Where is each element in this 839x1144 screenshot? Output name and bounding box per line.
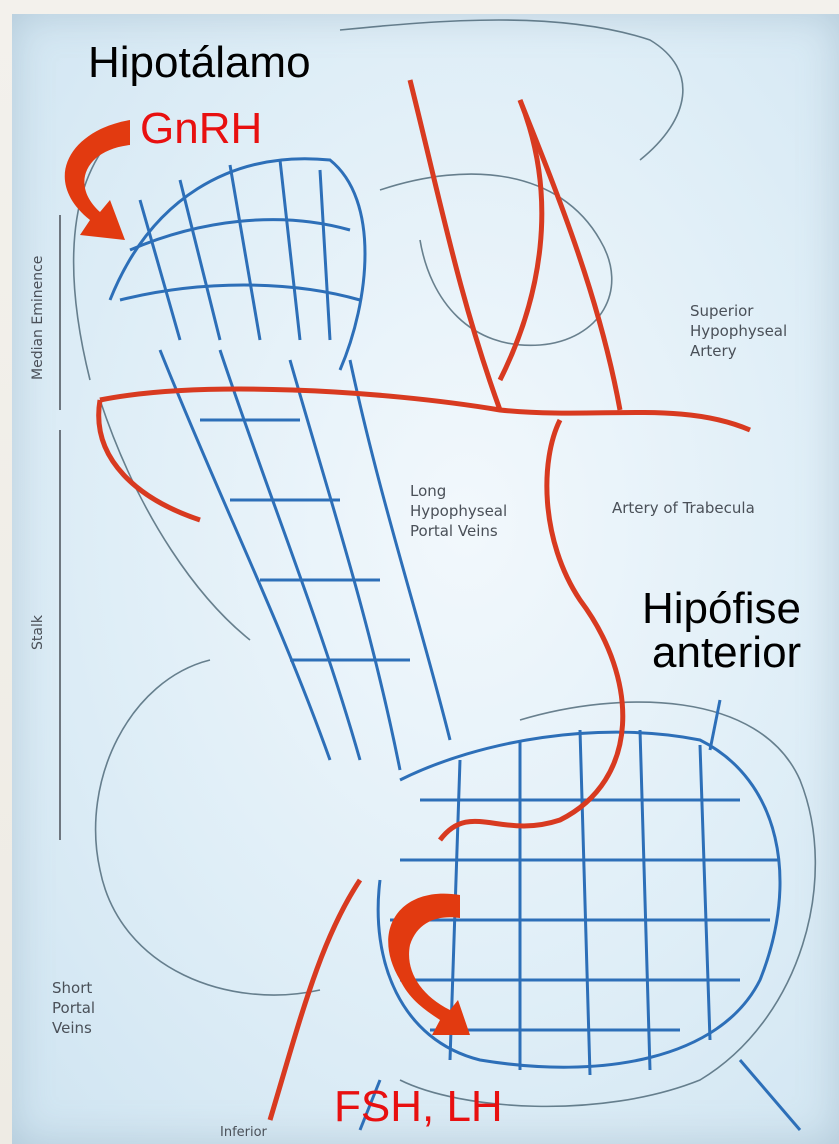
anterior-pituitary-label-line2: anterior: [652, 628, 801, 679]
fsh-lh-arrow-icon: [388, 894, 470, 1035]
fsh-lh-label: FSH, LH: [334, 1082, 503, 1133]
median-eminence-label: Median Eminence: [30, 256, 46, 380]
release-arrows: [65, 120, 470, 1035]
gnrh-arrow-icon: [65, 120, 130, 240]
artery-trabecula-label: Artery of Trabecula: [612, 500, 755, 517]
long-portal-veins-label-1: Long: [410, 483, 446, 500]
hypothalamus-label: Hipotálamo: [88, 38, 311, 89]
gnrh-label: GnRH: [140, 104, 262, 155]
superior-artery-label-2: Hypophyseal: [690, 323, 787, 340]
short-portal-veins-label-3: Veins: [52, 1020, 92, 1037]
tissue-outlines: [74, 20, 816, 1106]
stalk-label: Stalk: [30, 615, 46, 650]
long-portal-veins-label-2: Hypophyseal: [410, 503, 507, 520]
superior-artery-label-3: Artery: [690, 343, 737, 360]
inferior-label: Inferior: [220, 1126, 267, 1141]
superior-artery-label-1: Superior: [690, 303, 753, 320]
short-portal-veins-label-1: Short: [52, 980, 92, 997]
anterior-pituitary-label-line1: Hipófise: [642, 584, 801, 635]
short-portal-veins-label-2: Portal: [52, 1000, 95, 1017]
long-portal-veins-label-3: Portal Veins: [410, 523, 498, 540]
